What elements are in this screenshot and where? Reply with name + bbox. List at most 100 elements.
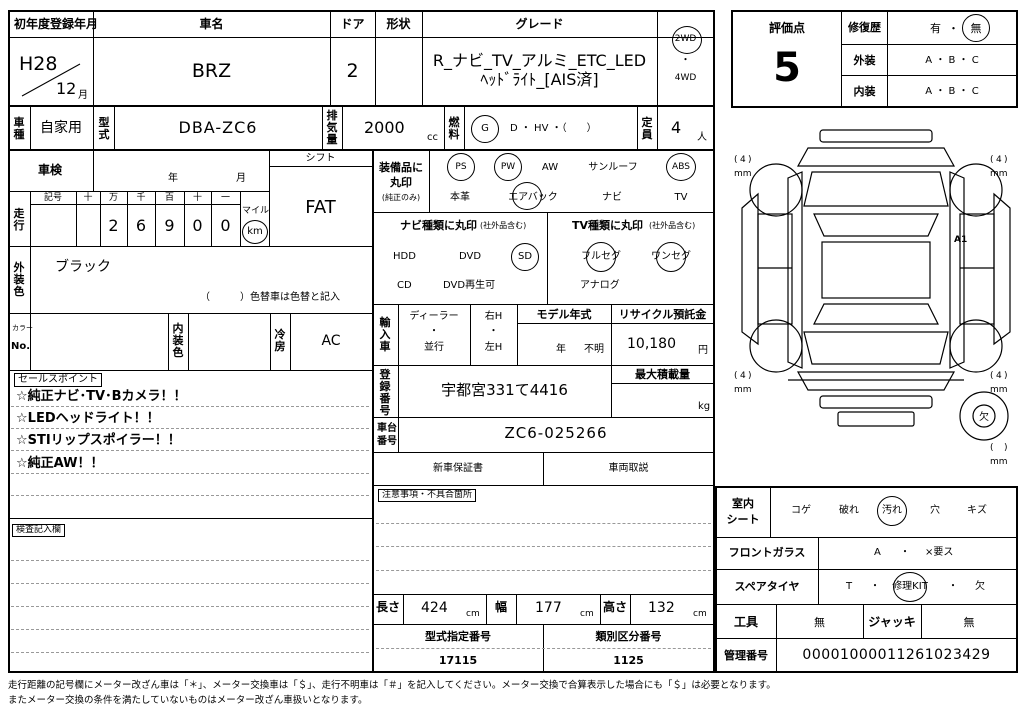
- class-no-label: 類別区分番号: [595, 630, 662, 643]
- repair-kit-circle: [893, 572, 927, 602]
- car-name-label: 車名: [199, 17, 224, 31]
- length: 424: [421, 600, 448, 616]
- height-label: 高さ: [602, 600, 627, 614]
- sales-point-1: ☆純正ナビ･TV･Bカメラ！！: [16, 389, 187, 404]
- first-reg-divider: [21, 63, 81, 97]
- svg-text:(: (: [990, 371, 994, 381]
- seat-scratch: キズ: [967, 505, 987, 516]
- height: 132: [648, 600, 675, 616]
- equip-aw: AW: [541, 162, 559, 173]
- equip-abs: ABS: [672, 162, 690, 172]
- seat-label-2: シート: [726, 513, 760, 526]
- doors: 2: [346, 60, 359, 82]
- model-year-unit: 年: [556, 344, 566, 355]
- mgmt-label: 管理番号: [724, 649, 768, 662]
- svg-text:(: (: [990, 155, 994, 165]
- footer-note-2: またメーター交換の条件を満たしていないものはメーター改ざん車扱いとなります。: [8, 695, 368, 706]
- pw-circle: [494, 153, 522, 181]
- footer-note-1: 走行距離の記号欄にメーター改ざん車は「＊」、メーター交換車は「＄」、走行不明車は…: [8, 680, 776, 691]
- import-left-h: 左H: [484, 342, 503, 353]
- spare-label: スペアタイヤ: [734, 580, 800, 593]
- svg-text:): ): [1004, 443, 1008, 453]
- seat-label-1: 室内: [732, 497, 754, 510]
- ac-value: AC: [321, 333, 341, 349]
- tools: 無: [814, 616, 825, 629]
- seat-stain: 汚れ: [882, 505, 902, 516]
- main-form: [8, 10, 715, 673]
- tire-front-left-value: (: [734, 155, 738, 165]
- first-reg-year: H28: [19, 53, 58, 75]
- ps-circle: [447, 153, 475, 181]
- abs-circle: [666, 153, 696, 181]
- digit-label-1: 万: [108, 193, 118, 203]
- digit-label-5: 一: [220, 193, 230, 203]
- navi-hdd: HDD: [393, 251, 416, 262]
- caution-label: 注意事項・不具合箇所: [378, 489, 477, 502]
- equip-leather: 本革: [450, 192, 470, 203]
- recycle-unit: 円: [698, 345, 708, 356]
- chassis-label-2: 番号: [377, 436, 397, 447]
- drive-2wd: 2WD: [674, 34, 697, 44]
- tv-label: TV種類に丸印: [572, 219, 644, 232]
- import-dot-2: ・: [488, 326, 499, 337]
- displacement: 2000: [364, 118, 405, 137]
- damage-mark-a1: A1: [954, 235, 967, 245]
- registration-label: 登録番号: [379, 368, 391, 417]
- car-damage-diagram: ( 4 ) mm ( 4 ) mm ( 4 ) mm ( 4 ) mm ( ) …: [734, 129, 1011, 467]
- model-label: 型式: [98, 116, 110, 141]
- svg-text:): ): [1004, 371, 1008, 381]
- exterior-label: 外装: [853, 54, 876, 67]
- digit-label-0: 十: [83, 193, 93, 203]
- mileage-symbol-label: 記号: [43, 193, 62, 203]
- color-no-label: No.: [11, 341, 31, 352]
- tire-rear-left-digit: 4: [740, 371, 746, 381]
- spare-dot-2: ・: [948, 581, 958, 592]
- owner-manual: 車両取説: [608, 463, 649, 474]
- equip-tv: TV: [674, 192, 688, 203]
- score: 5: [773, 45, 801, 91]
- spare-missing-circle: [972, 404, 996, 428]
- mileage-digit-5: 0: [220, 216, 231, 235]
- drive-sep: ・: [680, 55, 691, 66]
- fuel-g: G: [481, 123, 489, 134]
- seat-tear: 破れ: [839, 505, 859, 516]
- glass-label: フロントガラス: [728, 546, 806, 559]
- grade-line-1: R_ナビ_TV_アルミ_ETC_LED: [432, 51, 647, 70]
- spare-missing-mark: 欠: [979, 410, 989, 423]
- exterior-grades: A ・ B ・ C: [925, 55, 979, 66]
- chassis-label-1: 車台: [377, 423, 397, 434]
- km-circle: [242, 220, 268, 244]
- digit-label-4: 十: [192, 193, 202, 203]
- score-label: 評価点: [768, 21, 805, 35]
- capacity-unit: 人: [697, 132, 707, 143]
- ac-label: 冷房: [274, 328, 286, 353]
- repair-no: 無: [970, 22, 982, 35]
- interior-label: 内装: [853, 85, 876, 98]
- sd-circle: [511, 243, 539, 271]
- grade-line-2: ﾍｯﾄﾞﾗｲﾄ_[AIS済]: [480, 70, 599, 89]
- spare-dot-1: ・: [870, 581, 880, 592]
- first-reg-label: 初年度登録年月: [14, 17, 99, 31]
- inspection-notes-label: 検査記入欄: [12, 524, 66, 537]
- svg-text:(: (: [734, 371, 738, 381]
- mileage-digit-4: 0: [192, 216, 203, 235]
- interior-box: [715, 486, 1018, 673]
- sales-points-label: セールスポイント: [14, 373, 102, 387]
- oneseg-circle: [656, 242, 686, 272]
- mgmt-number: 00001000011261023429: [802, 647, 991, 663]
- width: 177: [535, 600, 562, 616]
- jack: 無: [963, 616, 975, 629]
- tv-analog: アナログ: [580, 280, 620, 291]
- new-car-warranty: 新車保証書: [433, 463, 483, 474]
- model-year-label: モデル年式: [536, 308, 592, 321]
- mileage-digit-3: 9: [164, 216, 175, 235]
- length-label: 長さ: [376, 600, 401, 614]
- mileage-digit-2: 6: [135, 216, 147, 235]
- sales-point-4: ☆純正AW！！: [16, 456, 104, 471]
- import-right-h: 右H: [484, 311, 503, 322]
- navi-dvd-play: DVD再生可: [443, 280, 496, 291]
- tire-front-left-unit: mm: [734, 169, 752, 179]
- svg-text:): ): [748, 155, 752, 165]
- mileage-label: 走行: [13, 207, 25, 232]
- tools-label: 工具: [733, 615, 758, 629]
